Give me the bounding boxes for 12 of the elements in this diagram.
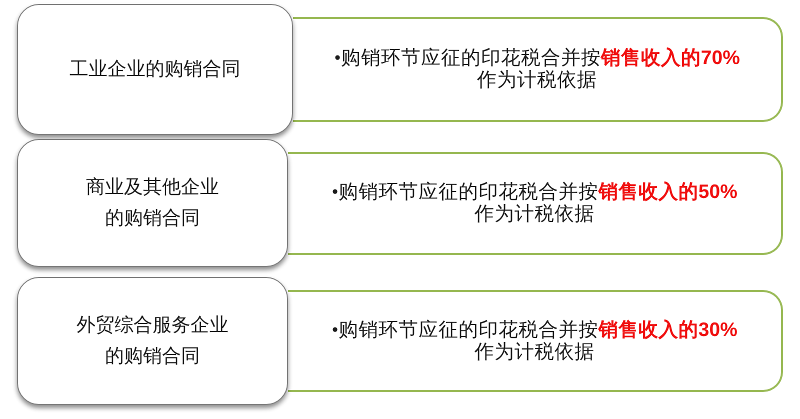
description-text: •购销环节应征的印花税合并按销售收入的30%作为计税依据	[330, 318, 738, 364]
description-text: •购销环节应征的印花税合并按销售收入的70%作为计税依据	[333, 47, 741, 92]
description-panel	[293, 17, 783, 122]
category-label: 工业企业的购销合同	[70, 58, 240, 82]
category-label: 商业及其他企业的购销合同	[85, 176, 220, 231]
description-panel	[288, 152, 783, 255]
category-label: 外贸综合服务企业的购销合同	[76, 314, 230, 369]
category-box	[17, 4, 293, 135]
category-box	[17, 139, 288, 267]
description-text: •购销环节应征的印花税合并按销售收入的50%作为计税依据	[330, 181, 738, 226]
category-box	[17, 277, 288, 405]
description-panel	[288, 290, 783, 392]
